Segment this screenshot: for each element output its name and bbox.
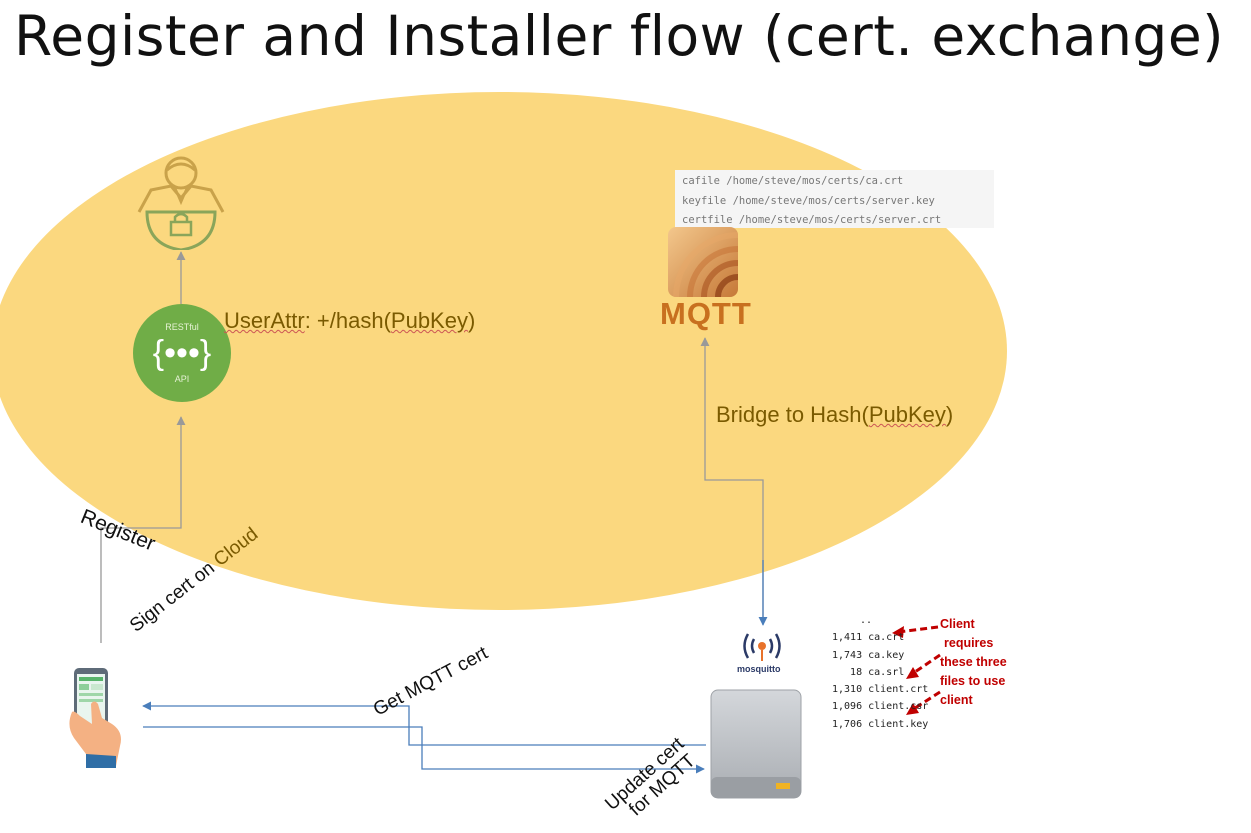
user-security-icon (137, 156, 225, 250)
dir-entry: 1,743 ca.key (832, 649, 905, 661)
note-line: files to use (940, 674, 1006, 688)
mqtt-config-box: cafile /home/steve/mos/certs/ca.crt keyf… (675, 170, 994, 228)
note-line: client (940, 693, 973, 707)
mosquitto-logo-icon (743, 633, 781, 661)
cert-directory-listing: .. 1,411 ca.crt 1,743 ca.key 18 ca.srl 1… (832, 612, 928, 733)
restful-api-icon: RESTful {•••} API (133, 304, 231, 402)
dir-entry: 1,310 client.crt (832, 684, 929, 696)
bridge-label: Bridge to Hash(PubKey) (716, 402, 954, 427)
dir-entry: .. (860, 615, 873, 626)
note-arrow-ca-crt-head (892, 626, 904, 638)
register-connector (100, 416, 186, 643)
api-top-text: RESTful (165, 322, 199, 332)
server-icon (710, 689, 802, 799)
dir-entry: 1,411 ca.crt (832, 632, 905, 644)
config-line-cafile: cafile /home/steve/mos/certs/ca.crt (682, 175, 904, 187)
bridge-connector (700, 337, 764, 623)
smartphone-hand-icon (69, 668, 121, 768)
note-arrow-ca-crt (897, 625, 939, 634)
dir-entry: 1,706 client.key (832, 718, 929, 730)
api-symbol: {•••} (152, 334, 212, 372)
dir-entry: 18 ca.srl (832, 666, 905, 678)
update-cert-connector (143, 726, 705, 774)
mqtt-logo-icon (668, 227, 738, 297)
api-bottom-text: API (174, 374, 190, 384)
note-line: these three (940, 655, 1007, 669)
mqtt-logo-text: MQTT (660, 296, 752, 331)
config-line-certfile: certfile /home/steve/mos/certs/server.cr… (682, 214, 942, 226)
dir-entry: 1,096 client.csr (832, 701, 929, 713)
user-attr-label: UserAttr: +/hash(PubKey) (224, 308, 476, 333)
note-line: requires (944, 636, 994, 650)
note-arrow-client-key-head (906, 703, 919, 715)
client-files-note: Client requires these three files to use… (940, 615, 1007, 710)
config-line-keyfile: keyfile /home/steve/mos/certs/server.key (682, 194, 935, 207)
note-line: Client (940, 617, 975, 631)
mosquitto-logo-text: mosquitto (737, 664, 781, 674)
note-arrow-client-key (911, 690, 941, 712)
page-title: Register and Installer flow (cert. excha… (14, 4, 1225, 68)
get-mqtt-cert-connector (142, 701, 706, 746)
note-arrow-client-crt (911, 653, 941, 676)
note-arrow-client-crt-head (906, 667, 919, 679)
